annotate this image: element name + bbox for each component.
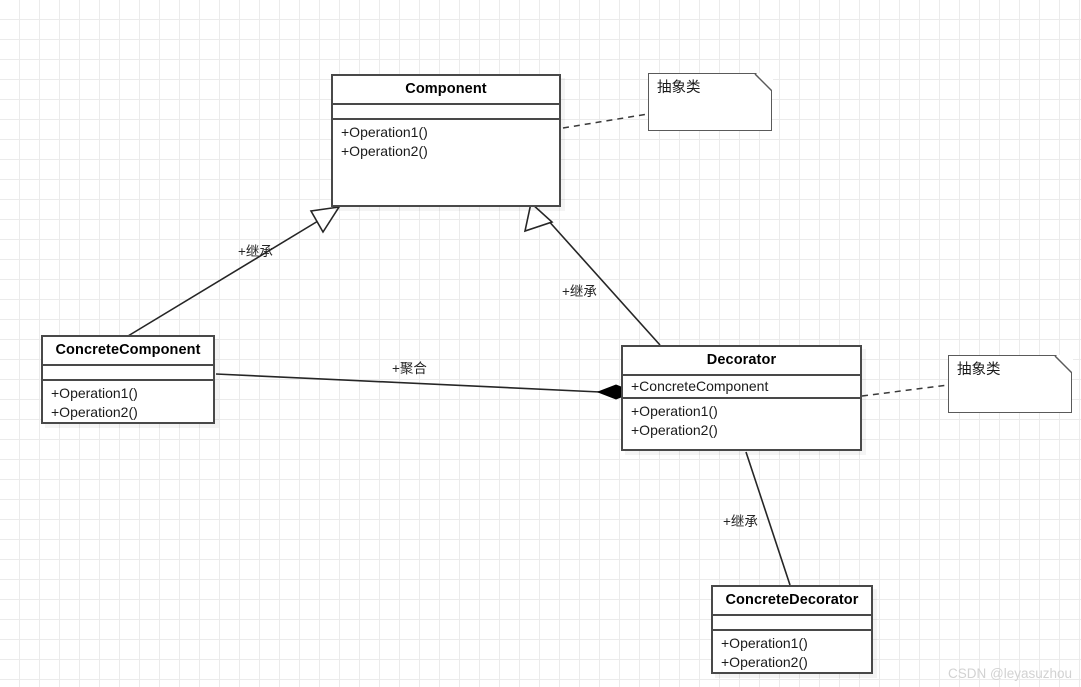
class-name-component: Component xyxy=(333,76,559,105)
class-operations-component: +Operation1() +Operation2() xyxy=(333,120,559,165)
edge-concretedecorator-to-decorator xyxy=(745,451,791,586)
edge-concretecomponent-to-component xyxy=(127,205,341,337)
edge-label-aggregation: +聚合 xyxy=(392,361,427,376)
operation-item: +Operation1() xyxy=(631,403,718,419)
edge-label-inheritance-concretedecorator: +继承 xyxy=(723,514,758,529)
note-link-decorator xyxy=(861,384,949,397)
edge-decorator-to-component xyxy=(523,201,661,346)
operation-item: +Operation1() xyxy=(341,124,428,140)
class-operations-decorator: +Operation1() +Operation2() xyxy=(623,399,860,444)
class-operations-concrete-decorator: +Operation1() +Operation2() xyxy=(713,631,871,676)
class-attributes-concrete-decorator xyxy=(713,616,871,631)
class-box-component[interactable]: Component +Operation1() +Operation2() xyxy=(331,74,561,207)
class-attributes-component xyxy=(333,105,559,120)
class-box-decorator[interactable]: Decorator +ConcreteComponent +Operation1… xyxy=(621,345,862,451)
note-box-component[interactable]: 抽象类 xyxy=(648,72,773,131)
operation-item: +Operation2() xyxy=(721,654,808,670)
generalization-line xyxy=(127,217,324,337)
generalization-arrowhead-hollow-triangle xyxy=(523,201,554,233)
note-dashed-line xyxy=(861,384,949,397)
operation-item: +Operation1() xyxy=(721,635,808,651)
watermark-text: CSDN @leyasuzhou xyxy=(947,666,1072,681)
operation-item: +Operation1() xyxy=(51,385,138,401)
edge-label-inheritance-concretecomponent: +继承 xyxy=(238,244,273,259)
operation-item: +Operation2() xyxy=(631,422,718,438)
class-name-concrete-component: ConcreteComponent xyxy=(43,337,213,366)
class-box-concrete-component[interactable]: ConcreteComponent +Operation1() +Operati… xyxy=(41,335,215,424)
class-attributes-concrete-component xyxy=(43,366,213,381)
edge-concretecomponent-to-decorator-aggregation xyxy=(215,373,636,400)
generalization-line xyxy=(545,217,661,346)
edge-label-inheritance-decorator: +继承 xyxy=(562,284,597,299)
class-operations-concrete-component: +Operation1() +Operation2() xyxy=(43,381,213,426)
generalization-line xyxy=(745,451,791,586)
note-text: 抽象类 xyxy=(657,80,701,96)
class-name-decorator: Decorator xyxy=(623,347,860,376)
class-box-concrete-decorator[interactable]: ConcreteDecorator +Operation1() +Operati… xyxy=(711,585,873,674)
note-fold-line-icon xyxy=(754,73,772,92)
operation-item: +Operation2() xyxy=(51,404,138,420)
class-attributes-decorator: +ConcreteComponent xyxy=(623,376,860,399)
generalization-arrowhead-hollow-triangle xyxy=(309,205,341,234)
note-link-component xyxy=(562,113,649,129)
note-dashed-line xyxy=(562,113,649,129)
note-text: 抽象类 xyxy=(957,362,1001,378)
operation-item: +Operation2() xyxy=(341,143,428,159)
note-fold-line-icon xyxy=(1054,355,1072,374)
aggregation-line xyxy=(215,373,601,393)
note-box-decorator[interactable]: 抽象类 xyxy=(948,354,1073,413)
class-name-concrete-decorator: ConcreteDecorator xyxy=(713,587,871,616)
attribute-item: +ConcreteComponent xyxy=(631,378,769,394)
